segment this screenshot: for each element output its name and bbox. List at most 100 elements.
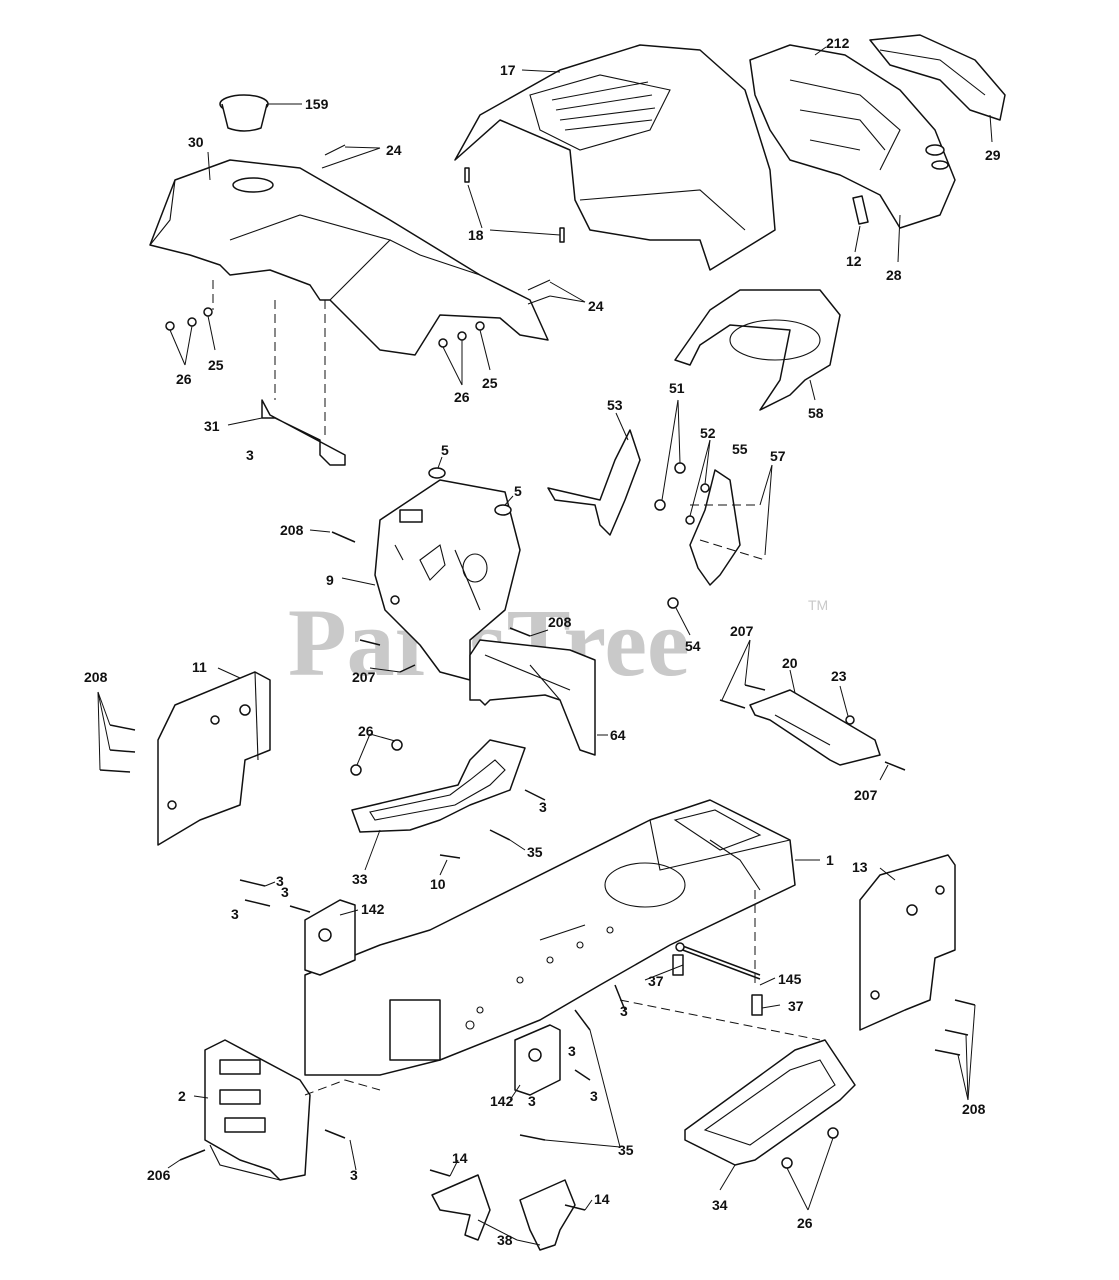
callout-20: 20 — [782, 655, 798, 671]
callout-53: 53 — [607, 397, 623, 413]
callout-3-a: 3 — [246, 447, 254, 463]
part-bracket-142-lower — [509, 1024, 561, 1101]
callout-35-b: 35 — [618, 1142, 634, 1158]
part-bolt-206 — [167, 1149, 206, 1169]
callout-3-j: 3 — [350, 1167, 358, 1183]
part-bracket-142-upper — [304, 899, 359, 976]
callout-207-a: 207 — [352, 669, 376, 685]
callout-14-b: 14 — [594, 1191, 610, 1207]
callout-3-d: 3 — [281, 884, 289, 900]
callout-38: 38 — [497, 1232, 513, 1248]
callout-29: 29 — [985, 147, 1001, 163]
part-nut-23 — [839, 685, 855, 725]
callout-64: 64 — [610, 727, 626, 743]
part-bolts-207-right — [719, 639, 906, 781]
callout-12: 12 — [846, 253, 862, 269]
callout-208-b: 208 — [548, 614, 572, 630]
callout-57: 57 — [770, 448, 786, 464]
callout-3-c: 3 — [276, 873, 284, 889]
part-bolts-3-lower — [324, 984, 626, 1171]
callout-30: 30 — [188, 134, 204, 150]
callout-9: 9 — [326, 572, 334, 588]
part-bracket-31 — [227, 300, 346, 466]
callout-25-right: 25 — [482, 375, 498, 391]
part-latch-12 — [852, 195, 869, 253]
callout-33: 33 — [352, 871, 368, 887]
part-bolts-3-upper — [239, 879, 311, 913]
callout-34: 34 — [712, 1197, 728, 1213]
callout-208-d: 208 — [962, 1101, 986, 1117]
callout-14-a: 14 — [452, 1150, 468, 1166]
part-step-34 — [619, 999, 856, 1211]
callout-51: 51 — [669, 380, 685, 396]
part-hardware-right — [438, 321, 491, 386]
part-bracket-55 — [654, 399, 773, 586]
part-bushings-5 — [428, 456, 514, 516]
callout-24-upper: 24 — [386, 142, 402, 158]
callout-3-g: 3 — [568, 1043, 576, 1059]
part-bolt-54 — [667, 597, 691, 636]
callout-35-a: 35 — [527, 844, 543, 860]
part-screws-24-lower — [527, 279, 586, 305]
part-bolt-208-dash — [309, 529, 356, 543]
part-brackets-38 — [429, 1159, 593, 1251]
callout-24-lower: 24 — [588, 298, 604, 314]
callout-54: 54 — [685, 638, 701, 654]
callout-26-left: 26 — [176, 371, 192, 387]
callout-207-c: 207 — [854, 787, 878, 803]
callout-labels: 159 30 24 24 25 25 26 26 17 18 212 29 12… — [84, 35, 1001, 1248]
part-dash-panel — [341, 479, 521, 681]
callout-23: 23 — [831, 668, 847, 684]
callout-3-b: 3 — [539, 799, 547, 815]
part-panel-11 — [157, 667, 271, 846]
callout-26-right: 26 — [454, 389, 470, 405]
part-bolts-37 — [644, 954, 781, 1016]
callout-13: 13 — [852, 859, 868, 875]
part-bolts-208-right — [934, 999, 976, 1101]
callout-212: 212 — [826, 35, 850, 51]
callout-142-a: 142 — [361, 901, 385, 917]
part-bracket-28 — [897, 214, 901, 263]
part-hood-pins-18 — [464, 167, 565, 243]
part-bolts-207-left — [359, 639, 416, 673]
callout-145: 145 — [778, 971, 802, 987]
part-baffle — [674, 289, 841, 411]
callout-142-b: 142 — [490, 1093, 514, 1109]
callout-3-h: 3 — [528, 1093, 536, 1109]
part-lens — [869, 34, 1006, 143]
part-hardware-left — [165, 280, 216, 366]
callout-26-d: 26 — [797, 1215, 813, 1231]
part-hood — [454, 44, 776, 271]
callout-31: 31 — [204, 418, 220, 434]
part-rod-145 — [675, 942, 776, 986]
part-main-frame — [304, 799, 820, 1076]
callout-3-i: 3 — [590, 1088, 598, 1104]
part-bracket-53 — [547, 412, 641, 536]
part-panel-13 — [859, 854, 956, 1031]
callout-28: 28 — [886, 267, 902, 283]
callout-3-e: 3 — [231, 906, 239, 922]
part-screws-24-upper — [321, 144, 381, 169]
part-footrest-33 — [350, 733, 546, 876]
part-grille — [749, 44, 956, 229]
part-bolts-208-left — [97, 691, 136, 773]
callout-58: 58 — [808, 405, 824, 421]
part-bracket-2 — [193, 1039, 381, 1181]
callout-52: 52 — [700, 425, 716, 441]
callout-159: 159 — [305, 96, 329, 112]
callout-206: 206 — [147, 1167, 171, 1183]
part-fender — [149, 151, 549, 356]
callout-1: 1 — [826, 852, 834, 868]
callout-5-b: 5 — [514, 483, 522, 499]
callout-5-a: 5 — [441, 442, 449, 458]
callout-37-b: 37 — [788, 998, 804, 1014]
part-bracket-20 — [749, 669, 881, 766]
callout-18: 18 — [468, 227, 484, 243]
callout-208-a: 208 — [280, 522, 304, 538]
callout-2: 2 — [178, 1088, 186, 1104]
callout-10: 10 — [430, 876, 446, 892]
callout-208-c: 208 — [84, 669, 108, 685]
watermark-tm: TM — [808, 597, 828, 613]
callout-17: 17 — [500, 62, 516, 78]
